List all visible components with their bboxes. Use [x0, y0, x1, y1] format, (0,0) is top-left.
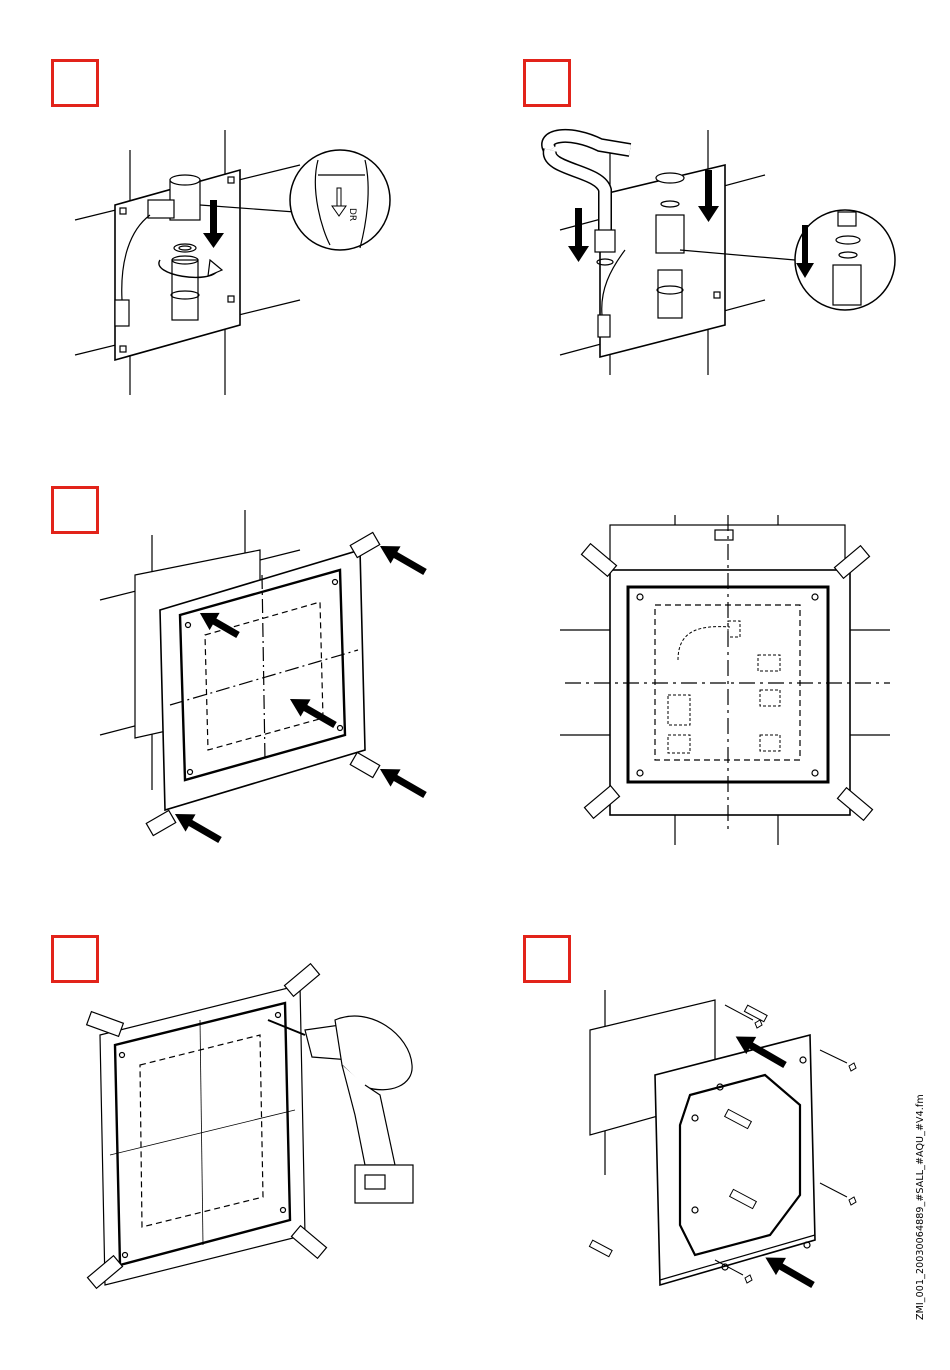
figure-cover-tape-drawing	[90, 510, 440, 860]
figure-template-front-drawing	[560, 515, 895, 850]
figure-valve-install: DR	[60, 120, 410, 410]
figure-frame-fixing	[575, 965, 895, 1295]
figure-hose-connect-drawing	[530, 120, 900, 390]
valve-marking: DR	[347, 208, 357, 221]
step-1-box	[51, 59, 99, 107]
figure-drilling-drawing	[80, 965, 430, 1285]
figure-valve-install-drawing: DR	[60, 120, 410, 410]
step-2-box	[523, 59, 571, 107]
figure-frame-fixing-drawing	[575, 965, 895, 1295]
figure-cover-tape	[90, 510, 440, 860]
figure-hose-connect	[530, 120, 900, 390]
figure-template-front	[560, 515, 895, 850]
figure-drilling	[80, 965, 430, 1285]
document-id: ZMI_001_20030064889_#SALL_#AQU_#V4.fm	[915, 1094, 926, 1320]
step-5-box	[523, 935, 571, 983]
